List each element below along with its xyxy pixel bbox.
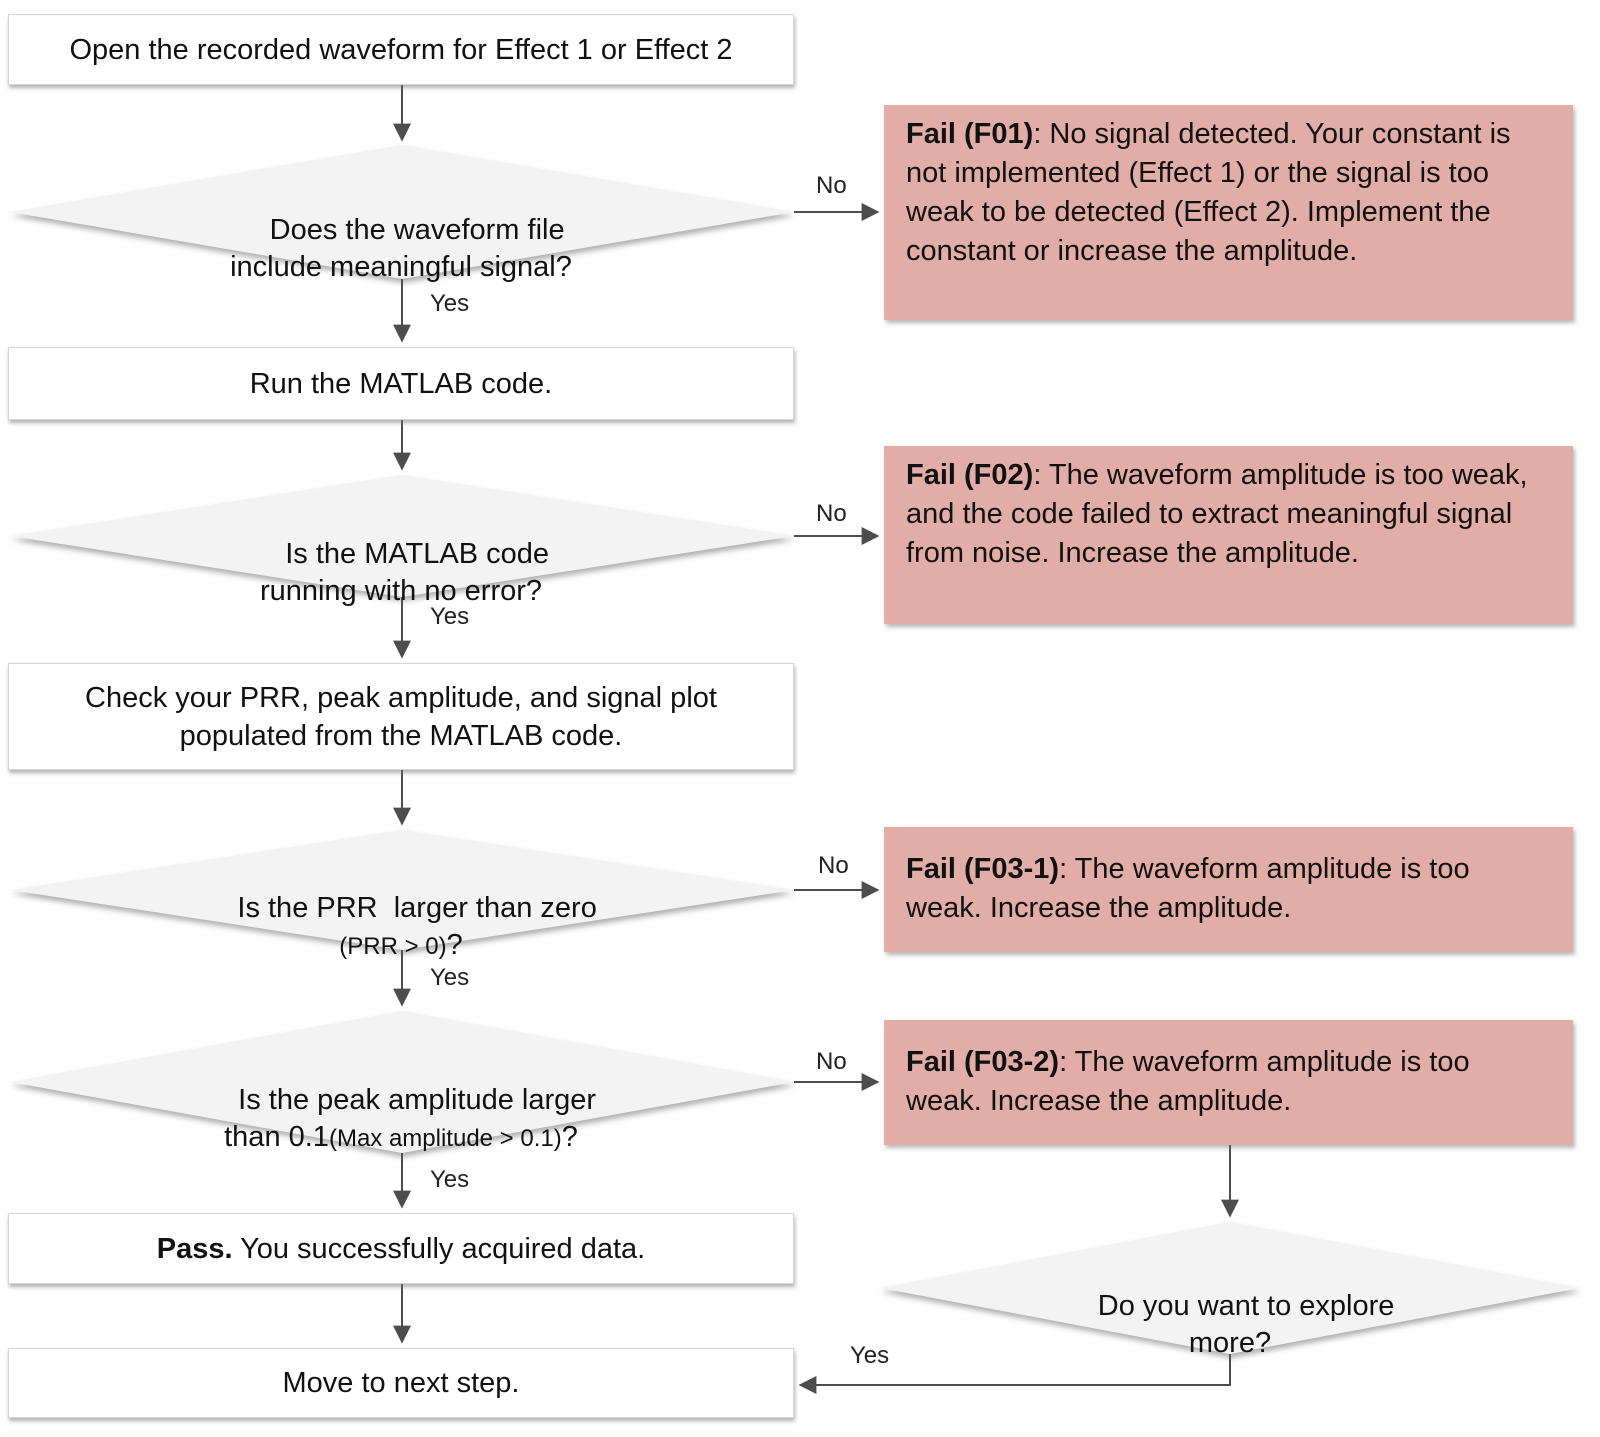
fail-f03-2-box: Fail (F03-2): The waveform amplitude is … — [884, 1020, 1573, 1145]
edge-label-yes-peak: Yes — [430, 1166, 470, 1193]
node-next-step-label: Move to next step. — [282, 1367, 520, 1399]
node-pass: Pass. You successfully acquired data. — [8, 1213, 794, 1284]
decision-peak-diamond — [10, 1011, 794, 1153]
fail-f03-2-code: Fail (F03-2) — [906, 1046, 1060, 1078]
edge-label-no-prr: No — [818, 852, 849, 879]
fail-f02-code: Fail (F02) — [906, 459, 1034, 491]
decision-error-diamond — [10, 475, 794, 597]
edge-label-no-signal: No — [816, 172, 847, 199]
fail-f02-box: Fail (F02): The waveform amplitude is to… — [884, 446, 1573, 624]
fail-f01-text: : No signal detected. Your constant is n… — [906, 118, 1511, 267]
node-open-waveform-label: Open the recorded waveform for Effect 1 … — [69, 33, 733, 66]
node-next-step: Move to next step. — [8, 1348, 794, 1418]
decision-explore-diamond — [880, 1222, 1580, 1354]
fail-f03-1-code: Fail (F03-1) — [906, 853, 1060, 885]
fail-f01-code: Fail (F01) — [906, 118, 1034, 150]
node-open-waveform: Open the recorded waveform for Effect 1 … — [8, 14, 794, 85]
edge-label-yes-signal: Yes — [430, 290, 470, 317]
fail-f01-box: Fail (F01): No signal detected. Your con… — [884, 105, 1573, 320]
fail-f03-1-box: Fail (F03-1): The waveform amplitude is … — [884, 827, 1573, 952]
decision-signal-diamond — [10, 145, 794, 279]
fail-f03-1-text: : The waveform amplitude is too weak. In… — [906, 853, 1470, 924]
node-check-prr: Check your PRR, peak amplitude, and sign… — [8, 663, 794, 770]
edge-label-yes-explore: Yes — [850, 1342, 890, 1369]
node-run-matlab: Run the MATLAB code. — [8, 347, 794, 420]
fail-f03-2-text: : The waveform amplitude is too weak. In… — [906, 1046, 1470, 1117]
node-pass-label: Pass. You successfully acquired data. — [156, 1232, 646, 1265]
node-run-matlab-label: Run the MATLAB code. — [249, 367, 553, 400]
edge-label-no-peak: No — [816, 1048, 847, 1075]
decision-prr-label: Is the PRR larger than zero(PRR > 0)? — [237, 892, 597, 961]
decision-prr-diamond — [10, 830, 794, 950]
node-check-prr-label: Check your PRR, peak amplitude, and sign… — [85, 681, 717, 752]
edge-label-no-error: No — [816, 500, 847, 527]
edge-label-yes-prr: Yes — [430, 964, 470, 991]
edge-label-yes-error: Yes — [430, 603, 470, 630]
arrow-yes-explore-to-next — [798, 1354, 1231, 1394]
fail-f02-text: : The waveform amplitude is too weak, an… — [906, 459, 1528, 569]
